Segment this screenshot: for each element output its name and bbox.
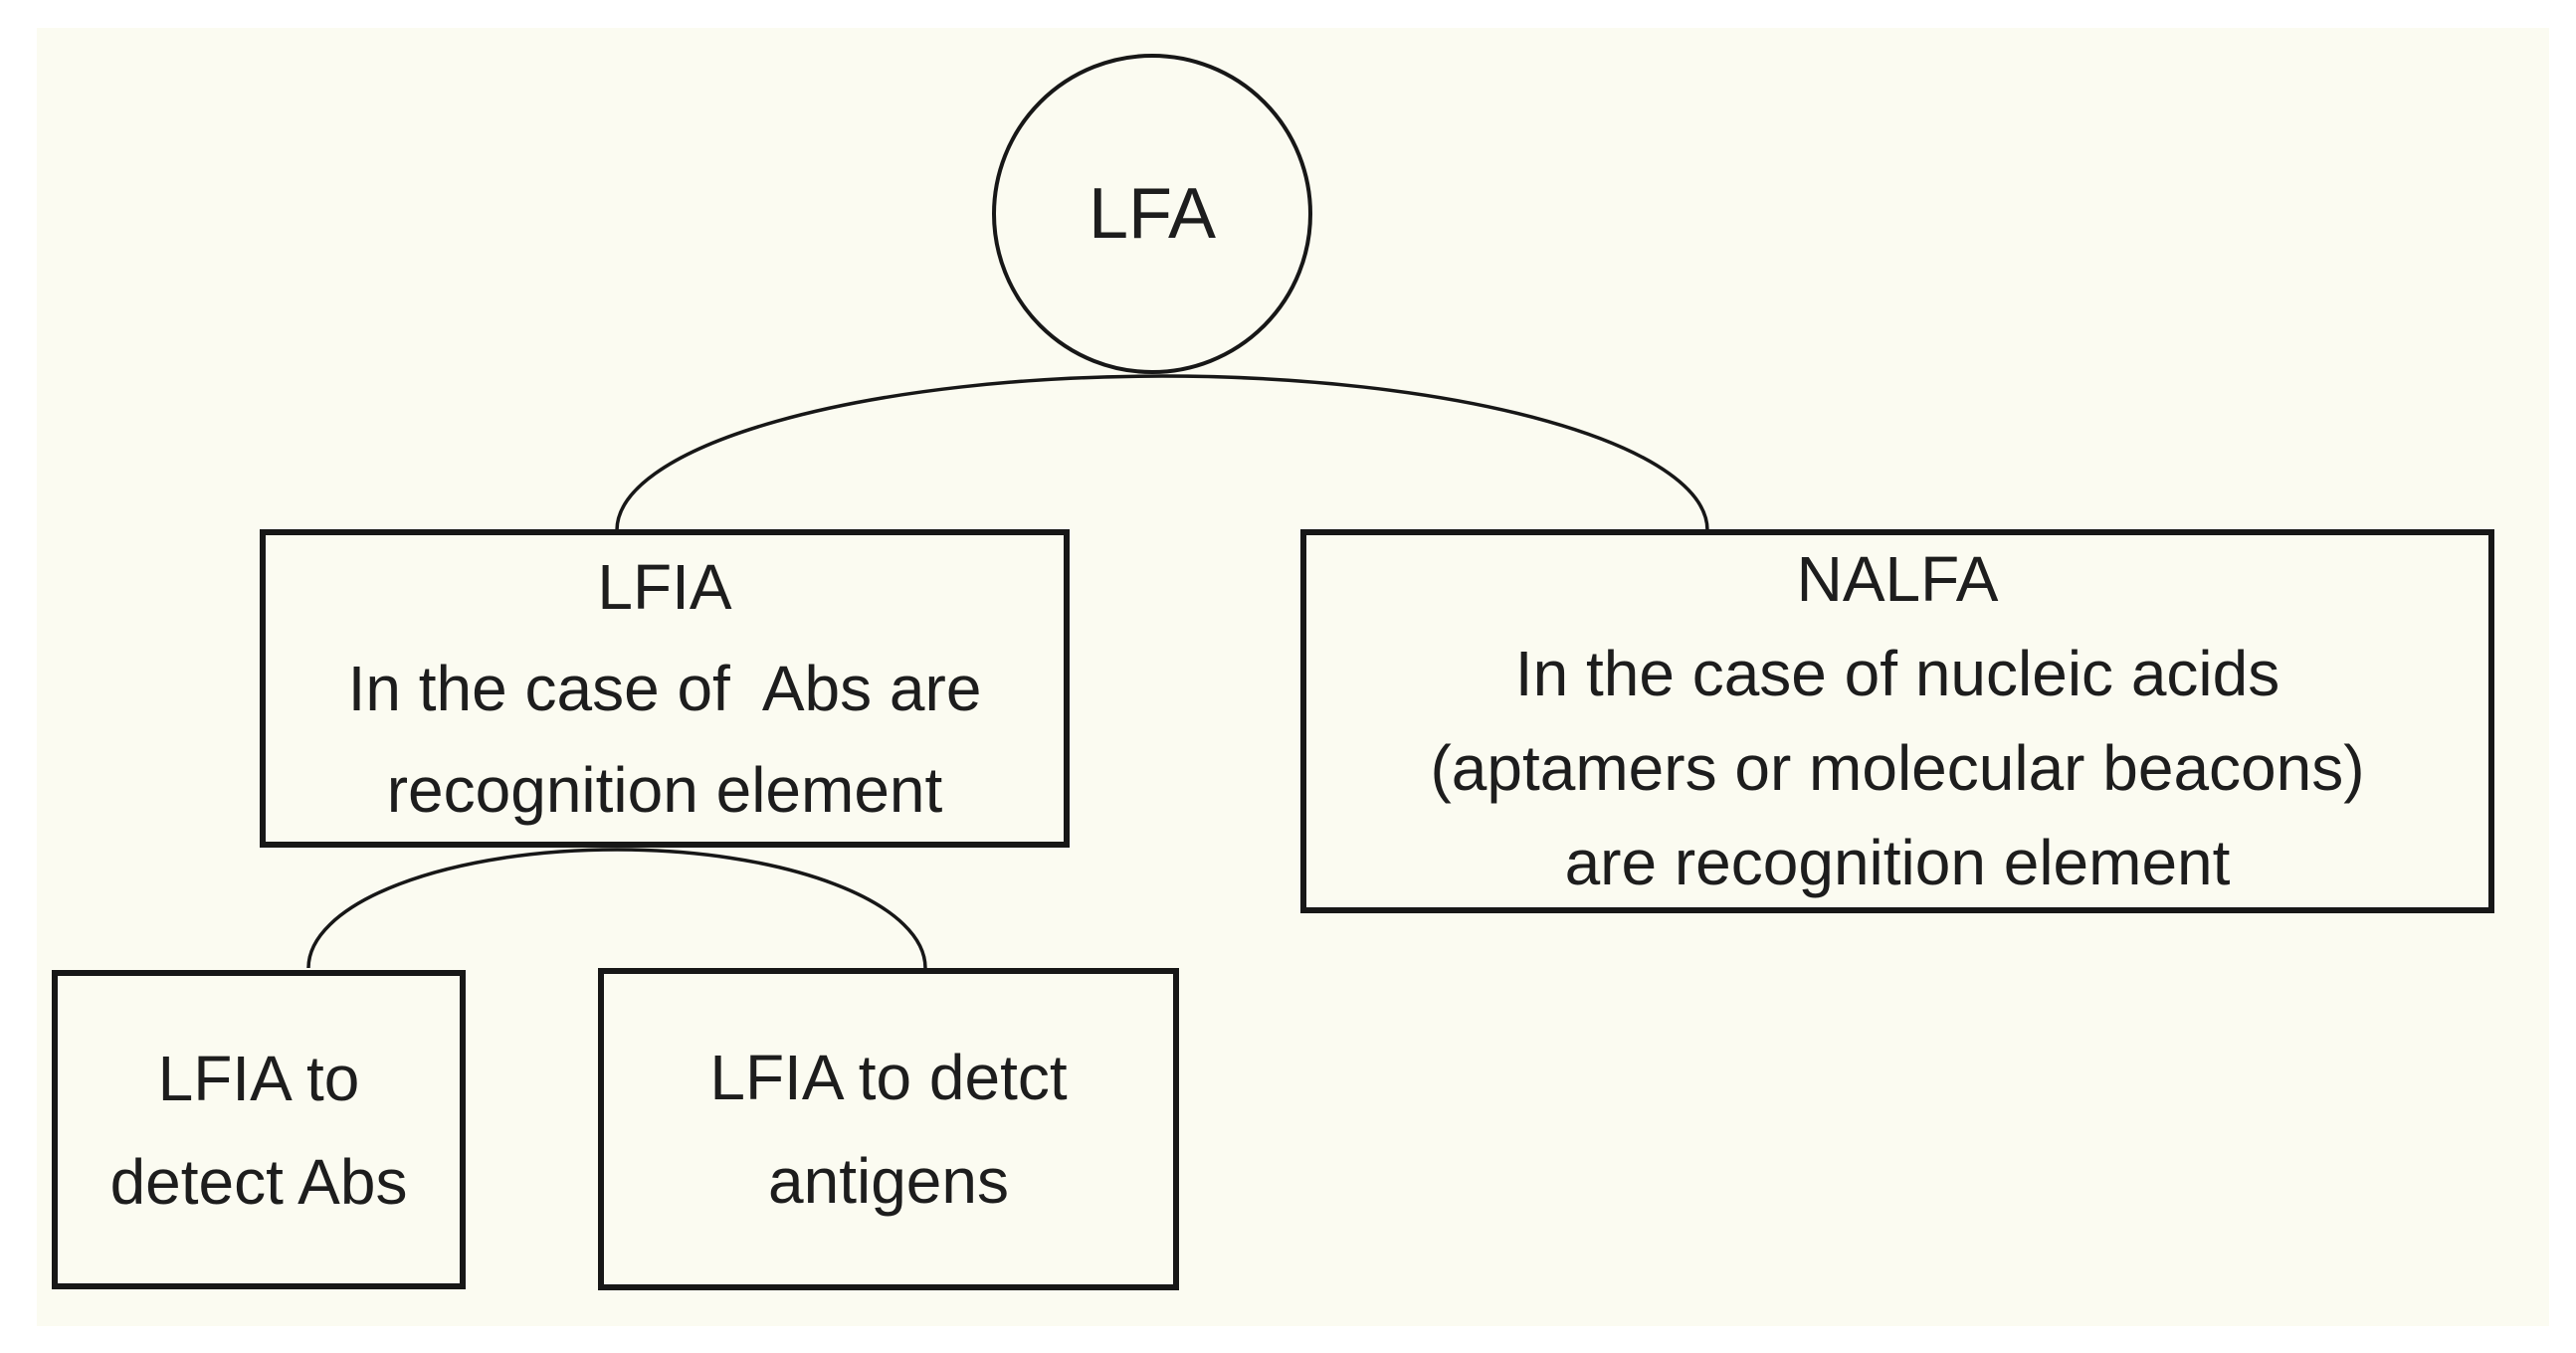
node-nalfa-description-line-1: In the case of nucleic acids	[1514, 638, 2280, 709]
node-lfia-detect-abs-line-2: detect Abs	[109, 1145, 408, 1218]
connector-root-to-children	[615, 374, 1709, 531]
node-nalfa-title: NALFA	[1796, 543, 1999, 615]
root-node-lfa: LFA	[992, 54, 1312, 374]
node-nalfa-description-line-3: are recognition element	[1564, 827, 2231, 898]
node-nalfa-description-line-2: (aptamers or molecular beacons)	[1430, 732, 2365, 804]
node-lfia-description-line-1: In the case of Abs are	[347, 653, 982, 724]
node-lfia-description-line-2: recognition element	[386, 754, 943, 826]
root-node-label: LFA	[1088, 174, 1217, 254]
connector-lfia-to-children	[306, 848, 927, 969]
node-lfia-detect-abs: LFIA to detect Abs	[52, 970, 466, 1289]
node-lfia: LFIA In the case of Abs are recognition …	[260, 529, 1070, 848]
node-lfia-detect-antigens-line-1: LFIA to detct	[709, 1042, 1068, 1113]
node-lfia-detect-abs-line-1: LFIA to	[157, 1042, 360, 1114]
node-lfia-detect-antigens: LFIA to detct antigens	[598, 968, 1179, 1290]
node-nalfa: NALFA In the case of nucleic acids (apta…	[1300, 529, 2494, 913]
node-lfia-title: LFIA	[597, 551, 732, 623]
node-lfia-detect-antigens-line-2: antigens	[768, 1145, 1009, 1217]
